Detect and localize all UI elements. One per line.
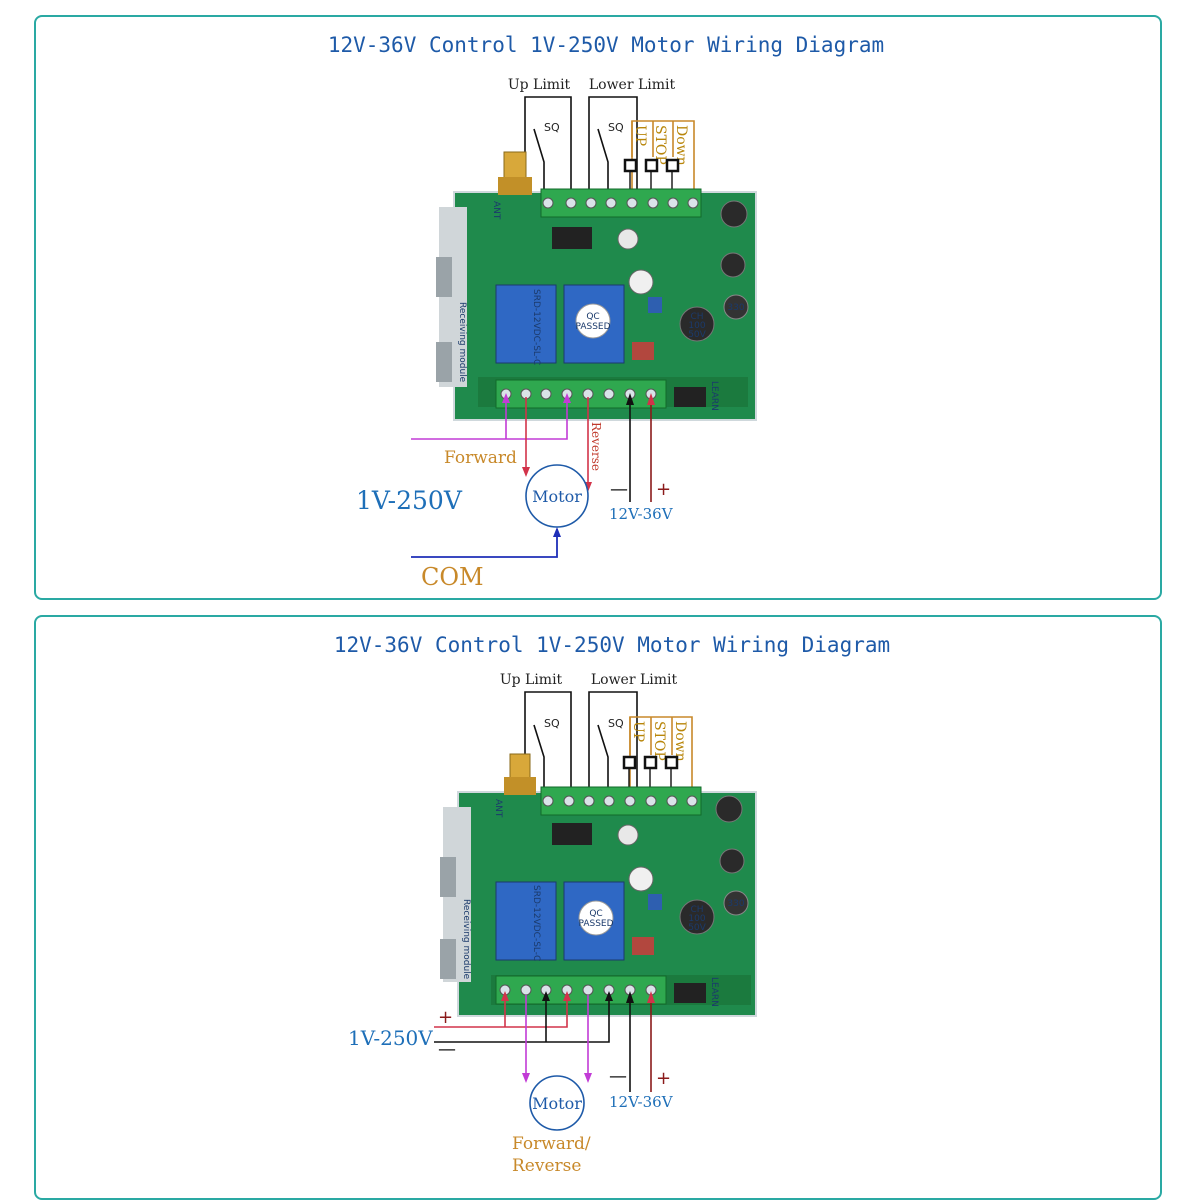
com-wire	[411, 529, 558, 558]
ac-minus-sign: —	[438, 1039, 456, 1060]
lower-limit-switch-symbol	[597, 128, 609, 191]
diagram-top: 12V-36V Control 1V-250V Motor Wiring Dia…	[328, 33, 884, 591]
stop-button-contact	[644, 158, 659, 173]
com-label: COM	[421, 563, 484, 591]
up-limit-switch-symbol	[533, 128, 545, 191]
forward-reverse-label-1: Forward/	[512, 1134, 591, 1154]
down-button-label: Down	[672, 721, 688, 762]
down-button-contact	[664, 755, 679, 770]
cap-label-2: 100	[688, 321, 705, 331]
up-button-label: UP	[630, 721, 646, 742]
up-limit-label: Up Limit	[508, 77, 571, 93]
cap-label-3: 50V	[688, 923, 706, 933]
receiver-board: SRD-12VDC-SL-C QC PASSED CH 100 50V 330 …	[440, 753, 757, 1017]
sq-label-lower: SQ	[608, 121, 624, 134]
cap-label-1: CH	[690, 905, 703, 915]
capacitor	[679, 306, 715, 342]
lower-limit-wire	[588, 96, 638, 191]
qc-passed-label: PASSED	[575, 322, 610, 332]
qc-label: QC	[589, 909, 602, 919]
lower-limit-label: Lower Limit	[589, 77, 676, 93]
inductor	[723, 890, 749, 916]
qc-sticker	[575, 303, 611, 339]
wiring-diagram-panel-bottom: 12V-36V Control 1V-250V Motor Wiring Dia…	[34, 615, 1162, 1200]
ic-chip	[552, 227, 592, 249]
relay-1	[495, 284, 557, 364]
ac-voltage-label: 1V-250V	[356, 486, 463, 515]
learn-button	[674, 983, 706, 1003]
dc-minus-sign: —	[610, 479, 628, 500]
cap-label-2: 100	[688, 914, 705, 924]
inductor-label: 330	[727, 899, 744, 909]
down-button-label: Down	[673, 125, 689, 166]
ac-negative-wire	[434, 995, 610, 1043]
qc-label: QC	[586, 312, 599, 322]
motor-label: Motor	[532, 487, 582, 506]
dc-voltage-label: 12V-36V	[609, 505, 674, 523]
bottom-terminal-screws	[499, 984, 657, 996]
motor-label: Motor	[532, 1094, 582, 1113]
lower-limit-switch-symbol	[597, 724, 609, 791]
ac-voltage-label: 1V-250V	[348, 1026, 433, 1050]
top-terminal-screws	[542, 197, 699, 209]
up-button-contact	[623, 158, 638, 173]
diagram-bottom: 12V-36V Control 1V-250V Motor Wiring Dia…	[334, 633, 890, 1176]
relay-1	[495, 881, 557, 961]
capacitor	[679, 899, 715, 935]
reverse-label: Reverse	[589, 422, 603, 471]
receiver-board: SRD-12VDC-SL-C QC PASSED CH 100 50V 330 …	[436, 151, 757, 421]
module-label: Receiving module	[461, 899, 471, 980]
inductor-label: 330	[727, 303, 744, 313]
learn-button	[674, 387, 706, 407]
sq-label-up: SQ	[544, 121, 560, 134]
dc-voltage-label: 12V-36V	[609, 1093, 674, 1111]
cap-label-1: CH	[690, 312, 703, 322]
qc-passed-label: PASSED	[578, 919, 613, 929]
learn-label: LEARN	[709, 381, 719, 411]
up-limit-label: Up Limit	[500, 672, 563, 688]
diagram-title: 12V-36V Control 1V-250V Motor Wiring Dia…	[334, 633, 890, 657]
cap-label-3: 50V	[688, 330, 706, 340]
lower-limit-wire	[588, 691, 638, 791]
relay-marking: SRD-12VDC-SL-C	[531, 885, 541, 961]
bottom-terminal-screws	[500, 388, 657, 400]
ant-label: ANT	[493, 799, 503, 818]
dc-minus-sign: —	[609, 1066, 627, 1087]
top-terminal-screws	[542, 795, 698, 807]
up-limit-wire	[524, 691, 572, 791]
inductor	[723, 294, 749, 320]
sq-label-up: SQ	[544, 717, 560, 730]
ac-live-wire	[411, 397, 568, 440]
ic-chip	[552, 823, 592, 845]
dc-plus-sign: +	[656, 479, 671, 500]
dc-plus-sign: +	[656, 1068, 671, 1089]
ac-plus-sign: +	[438, 1007, 453, 1028]
wiring-diagram-panel-top: 12V-36V Control 1V-250V Motor Wiring Dia…	[34, 15, 1162, 600]
learn-label: LEARN	[709, 977, 719, 1007]
ac-positive-wire	[434, 995, 568, 1028]
diagram-title: 12V-36V Control 1V-250V Motor Wiring Dia…	[328, 33, 884, 57]
up-limit-wire	[524, 96, 572, 191]
sq-label-lower: SQ	[608, 717, 624, 730]
stop-button-label: STOP	[651, 721, 667, 761]
lower-limit-label: Lower Limit	[591, 672, 678, 688]
up-button-label: UP	[632, 125, 648, 146]
down-button-contact	[665, 158, 680, 173]
qc-sticker	[578, 900, 614, 936]
motor-symbol	[529, 1075, 585, 1131]
stop-button-label: STOP	[652, 125, 668, 165]
forward-reverse-label-2: Reverse	[512, 1156, 581, 1176]
forward-label: Forward	[444, 448, 517, 468]
up-button-contact	[622, 755, 637, 770]
module-label: Receiving module	[457, 302, 467, 383]
up-limit-switch-symbol	[533, 724, 545, 791]
ant-label: ANT	[491, 201, 501, 220]
stop-button-contact	[643, 755, 658, 770]
relay-marking: SRD-12VDC-SL-C	[531, 289, 541, 365]
